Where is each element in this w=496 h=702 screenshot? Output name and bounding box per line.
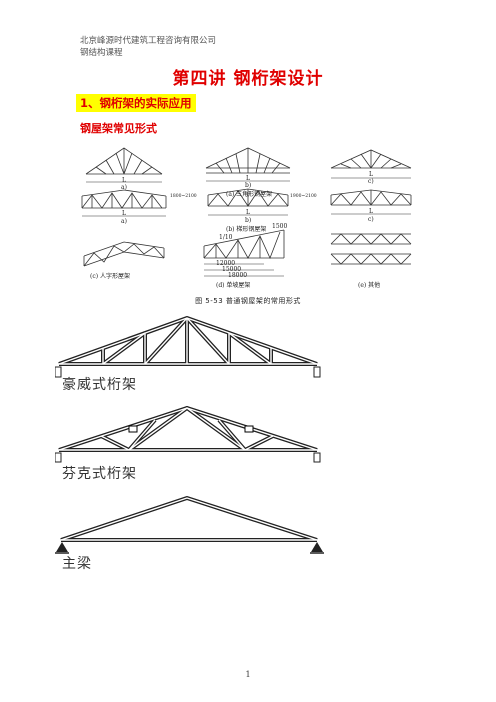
fig-label-a2: a) — [121, 218, 127, 225]
fig-label-group-b: (b) 梯形钢屋架 — [226, 226, 267, 233]
fink-truss-drawing — [55, 406, 321, 463]
fig-label-b2: b) — [245, 217, 252, 224]
figure-caption: 图 5-53 普通钢屋架的常用形式 — [195, 297, 301, 305]
fig-label-dim-b: 1900~2100 — [290, 194, 317, 199]
roof-truss-drawings — [81, 147, 412, 277]
fig-label-group-c: (c) 人字形屋架 — [90, 273, 130, 280]
fig-label-L4: L — [122, 210, 126, 217]
fink-truss-label: 芬克式桁架 — [62, 466, 137, 482]
other-truss — [330, 233, 412, 265]
fig-label-a1: L — [122, 177, 126, 184]
triangular-truss-b — [205, 147, 291, 182]
fig-label-group-e: (e) 其他 — [358, 282, 381, 289]
triangular-truss-c — [330, 149, 412, 179]
fig-label-L6: L — [369, 208, 373, 215]
fig-label-dim-a: 1800~2100 — [170, 194, 197, 199]
company-header: 北京峰源时代建筑工程咨询有限公司 — [80, 36, 217, 46]
fig-label-L3: L — [369, 171, 373, 178]
roof-truss-figure: L a) L b) L c) (a) 三角形钢屋架 L a) L b) L c)… — [76, 138, 436, 308]
fig-label-c: c) — [368, 178, 374, 185]
fig-label-b: b) — [245, 182, 252, 189]
sub-heading: 钢屋架常见形式 — [80, 122, 157, 135]
page-number: 1 — [245, 670, 251, 679]
trapezoidal-truss-c — [330, 189, 412, 215]
fig-label-1500: 1500 — [272, 223, 288, 230]
page-title: 第四讲 钢桁架设计 — [172, 69, 324, 89]
howe-truss-label: 豪威式桁架 — [62, 377, 137, 393]
course-header: 钢结构课程 — [80, 48, 123, 58]
fig-label-18000: 18000 — [228, 272, 248, 279]
trapezoidal-truss-a — [81, 189, 167, 217]
fig-label-group-a: (a) 三角形钢屋架 — [226, 191, 273, 198]
main-beam-label: 主梁 — [62, 556, 92, 572]
herringbone-truss — [83, 241, 165, 267]
triangular-truss-a — [85, 147, 163, 183]
section-heading: 1、钢桁架的实际应用 — [76, 94, 196, 112]
fig-label-L5: L — [246, 209, 250, 216]
monoslope-truss — [203, 229, 285, 277]
fig-label-12000: 12000 — [216, 260, 236, 267]
fig-label-L2: L — [246, 175, 250, 182]
fig-label-a: a) — [121, 184, 127, 191]
fig-label-c2: c) — [368, 216, 374, 223]
main-beam-drawing — [55, 496, 324, 554]
howe-truss-drawing — [55, 316, 321, 378]
fig-label-group-d: (d) 单坡屋架 — [216, 282, 251, 289]
fig-label-slope: 1/10 — [219, 234, 233, 241]
fig-label-15000: 15000 — [222, 266, 242, 273]
trapezoidal-truss-b — [207, 188, 289, 216]
